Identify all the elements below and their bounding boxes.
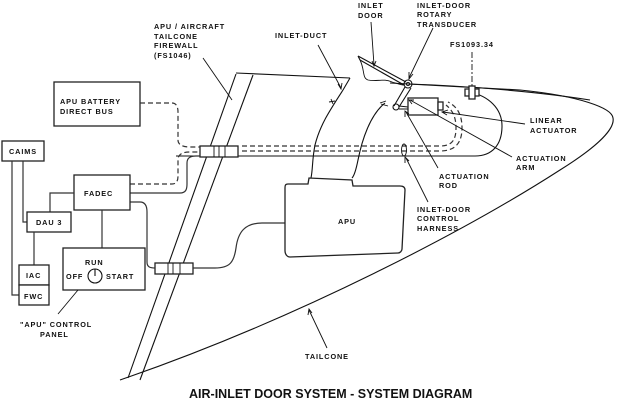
dau-label: DAU 3 <box>36 218 62 227</box>
label-tailcone: TAILCONE <box>305 352 349 361</box>
label-actuation-rod: ACTUATION ROD <box>439 172 490 190</box>
label-inlet-duct: INLET-DUCT <box>275 31 327 40</box>
leader-inlet-duct <box>317 44 343 91</box>
label-inlet-door-line1: INLET <box>358 1 384 10</box>
label-transducer-line1: INLET-DOOR <box>417 1 471 10</box>
connector-lower <box>154 262 194 275</box>
actuator-housing <box>176 91 503 157</box>
label-transducer-line3: TRANSDUCER <box>417 20 477 29</box>
label-firewall-line2: TAILCONE <box>154 32 198 41</box>
label-firewall-line1: APU / AIRCRAFT <box>154 22 225 31</box>
apu-battery-box <box>53 81 141 127</box>
harness-clamp <box>401 143 407 157</box>
caims-wire-a <box>11 161 19 296</box>
apu-battery-label-line2: DIRECT BUS <box>60 107 114 116</box>
iac-label: IAC <box>26 271 41 280</box>
fadec-dau-wire <box>49 192 74 212</box>
label-harness-line2: CONTROL <box>417 214 459 223</box>
inlet-duct-mark-2 <box>379 100 389 107</box>
inlet-door-flap <box>359 59 405 86</box>
tailcone-top-edge <box>407 83 591 101</box>
firewall-line-a <box>127 73 237 379</box>
label-actuation-arm-line1: ACTUATION <box>516 154 567 163</box>
apu-body <box>284 177 406 258</box>
leader-control-panel <box>57 289 79 315</box>
leader-inlet-door <box>370 21 377 68</box>
fwc-box <box>18 284 50 306</box>
leader-firewall <box>202 57 233 101</box>
label-harness-line1: INLET-DOOR <box>417 205 471 214</box>
actuation-rod-end <box>392 103 400 111</box>
caims-wire-b <box>22 161 27 223</box>
label-firewall-line4: (FS1046) <box>154 51 192 60</box>
apu-control-panel <box>62 247 146 291</box>
rotary-transducer <box>403 79 413 89</box>
fadec-lower-wire <box>130 201 156 269</box>
tailcone-outline <box>119 72 614 381</box>
linear-actuator-body <box>407 97 439 116</box>
apu-battery-label-line1: APU BATTERY <box>60 97 121 106</box>
switch-run-label: RUN <box>85 258 104 267</box>
label-actuation-arm: ACTUATION ARM <box>516 154 567 172</box>
fwc-label: FWC <box>24 292 43 301</box>
fs-station-clamp-center <box>468 85 476 100</box>
label-linear-actuator-line1: LINEAR <box>530 116 563 125</box>
caims-label: CAIMS <box>9 147 37 156</box>
leader-linear-actuator <box>440 109 526 125</box>
inlet-door <box>357 55 407 86</box>
rotary-transducer-hub <box>405 81 411 87</box>
linear-actuator-cap <box>437 101 444 111</box>
label-control-harness: INLET-DOOR CONTROL HARNESS <box>417 205 471 233</box>
label-firewall: APU / AIRCRAFT TAILCONE FIREWALL (FS1046… <box>154 22 225 60</box>
leader-transducer <box>408 27 434 81</box>
inlet-duct-mark <box>328 98 336 105</box>
label-transducer-line2: ROTARY <box>417 10 452 19</box>
actuation-rod <box>398 105 409 110</box>
label-control-panel-line2: PANEL <box>40 330 69 339</box>
label-harness-line3: HARNESS <box>417 224 459 233</box>
label-inlet-door: INLET DOOR <box>358 1 384 20</box>
label-fs-station: FS1093.34 <box>450 40 494 49</box>
label-linear-actuator-line2: ACTUATOR <box>530 126 577 135</box>
switch-start-label: START <box>106 272 134 281</box>
fadec-label: FADEC <box>84 189 113 198</box>
label-linear-actuator: LINEAR ACTUATOR <box>530 116 577 135</box>
apu-label: APU <box>338 217 356 226</box>
label-firewall-line3: FIREWALL <box>154 41 199 50</box>
fadec-solid-wire <box>130 155 200 194</box>
inlet-duct <box>310 77 351 179</box>
switch-off-label: OFF <box>66 272 83 281</box>
label-actuation-rod-line2: ROD <box>439 181 458 190</box>
battery-wire <box>140 102 200 148</box>
leader-tailcone <box>307 307 328 349</box>
label-control-panel: "APU" CONTROL PANEL <box>20 320 92 339</box>
firewall-line-b <box>139 74 254 381</box>
label-inlet-door-line2: DOOR <box>358 11 384 20</box>
diagram-title: AIR-INLET DOOR SYSTEM - SYSTEM DIAGRAM <box>189 387 472 401</box>
inlet-duct-right <box>351 102 386 179</box>
actuation-arm <box>393 86 412 108</box>
label-rotary-transducer: INLET-DOOR ROTARY TRANSDUCER <box>417 1 477 29</box>
leader-harness <box>404 155 429 203</box>
label-actuation-arm-line2: ARM <box>516 163 535 172</box>
dau-box <box>26 211 72 233</box>
label-control-panel-line1: "APU" CONTROL <box>20 320 92 329</box>
leader-actuation-arm <box>408 99 513 158</box>
inlet-door-harness-2 <box>242 101 463 152</box>
inlet-door-harness <box>242 104 457 147</box>
label-actuation-rod-line1: ACTUATION <box>439 172 490 181</box>
leader-actuation-rod <box>404 110 439 169</box>
fadec-dash-wire <box>130 151 200 185</box>
apu-wire <box>193 222 285 269</box>
